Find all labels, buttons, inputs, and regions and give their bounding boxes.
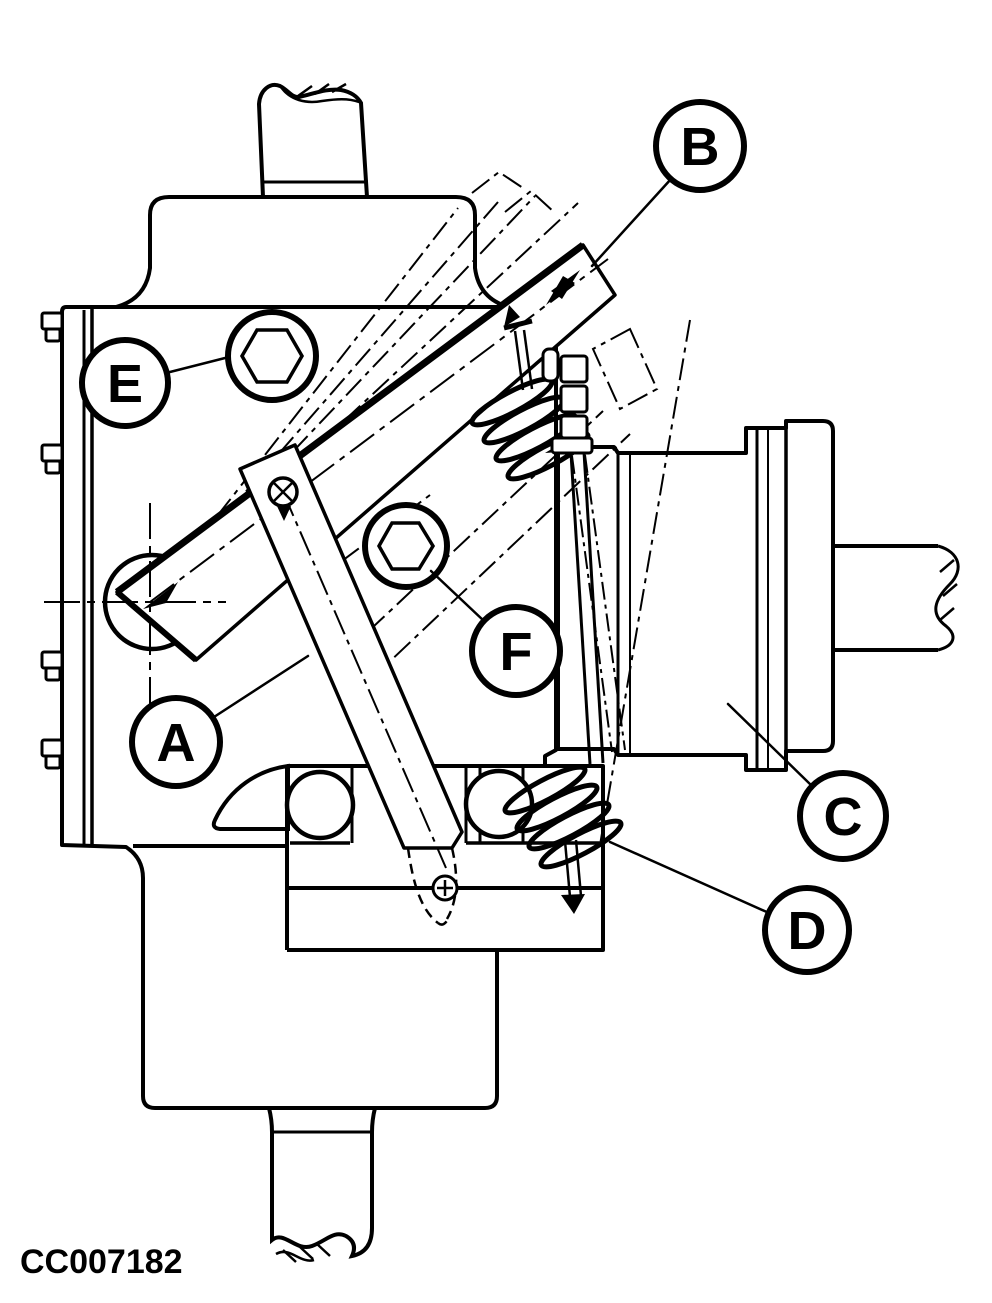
cam-horn bbox=[211, 763, 290, 831]
lower-spring bbox=[502, 764, 624, 870]
hex-socket-plug-f bbox=[362, 502, 450, 590]
control-rod bbox=[569, 452, 592, 765]
lower-shaft bbox=[266, 1106, 378, 1263]
callout-label: B bbox=[681, 117, 720, 177]
callout-e: E bbox=[79, 337, 171, 429]
callout-label: E bbox=[107, 354, 143, 414]
hex-socket-icon bbox=[239, 328, 305, 384]
callout-b: B bbox=[653, 99, 747, 193]
leader-line-d bbox=[608, 840, 771, 915]
centerline-star-icon bbox=[546, 276, 575, 305]
leader-line-a bbox=[212, 654, 310, 719]
link-lever bbox=[238, 443, 464, 926]
leader-line-e bbox=[164, 355, 231, 375]
callouts: A B C D E F bbox=[79, 99, 889, 975]
control-lever bbox=[114, 242, 617, 663]
adjuster-hex bbox=[541, 347, 594, 455]
shaft-break-line bbox=[275, 1250, 315, 1262]
bearing-ball bbox=[284, 769, 356, 841]
callout-label: D bbox=[788, 901, 827, 961]
lever-tip-cut bbox=[115, 589, 198, 663]
figure-code: CC007182 bbox=[20, 1243, 183, 1281]
callout-a: A bbox=[129, 695, 223, 789]
control-rod bbox=[582, 451, 605, 764]
hex-socket-icon bbox=[376, 521, 436, 571]
break-hatching bbox=[282, 1243, 331, 1263]
upper-screw bbox=[503, 305, 534, 391]
cover-bolt bbox=[40, 443, 64, 475]
pivot-pin bbox=[267, 476, 299, 521]
break-hatching bbox=[297, 82, 347, 98]
saddle-bracket bbox=[211, 763, 603, 952]
hex-socket-plug-e bbox=[225, 309, 319, 403]
upper-shaft bbox=[256, 82, 370, 199]
leader-line-c bbox=[726, 702, 814, 788]
callout-d: D bbox=[762, 885, 852, 975]
phantom-lever-end bbox=[471, 170, 524, 194]
bearing-ball bbox=[463, 768, 535, 840]
leader-line-b bbox=[590, 177, 673, 268]
pump-housing bbox=[40, 82, 605, 1263]
break-hatching bbox=[939, 559, 958, 621]
phantom-lever-end bbox=[504, 189, 555, 213]
lever-centerline bbox=[282, 491, 447, 869]
tip-pin bbox=[431, 874, 459, 902]
shaft-break-line bbox=[934, 544, 960, 652]
screw-arrow-icon bbox=[561, 894, 585, 914]
housing-body bbox=[60, 305, 605, 1110]
upper-flange bbox=[115, 195, 510, 309]
pivot-crosshair bbox=[44, 503, 226, 714]
servo-cylinder bbox=[545, 419, 960, 772]
phantom-adjuster-end bbox=[591, 327, 659, 411]
callout-label: A bbox=[157, 713, 196, 773]
centering-mechanism bbox=[469, 305, 624, 914]
lever-top-edge bbox=[114, 242, 586, 595]
callout-label: F bbox=[500, 622, 533, 682]
cover-bolt bbox=[40, 311, 64, 343]
shaft-break-line bbox=[279, 86, 360, 104]
cover-bolt bbox=[40, 738, 64, 770]
callout-label: C bbox=[824, 787, 863, 847]
lower-screw bbox=[561, 839, 585, 914]
output-shaft bbox=[833, 544, 960, 652]
lever-centerline bbox=[149, 258, 609, 603]
callout-f: F bbox=[469, 604, 563, 698]
screw-arrow-icon bbox=[504, 305, 520, 327]
leader-line-f bbox=[429, 569, 486, 623]
callout-c: C bbox=[797, 770, 889, 862]
cover-bolt bbox=[40, 650, 64, 682]
